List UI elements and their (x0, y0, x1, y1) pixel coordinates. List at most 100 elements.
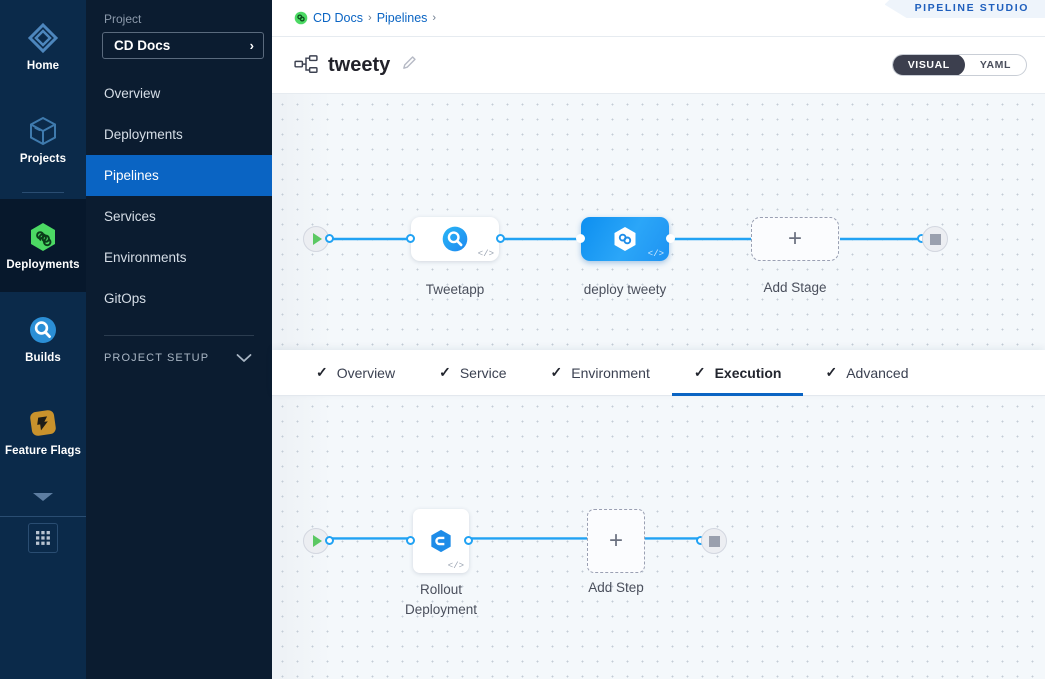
sidebar-project-setup-label: PROJECT SETUP (104, 352, 210, 364)
project-selector-value: CD Docs (114, 38, 171, 53)
sidebar-item-pipelines[interactable]: Pipelines (86, 155, 272, 196)
play-start-icon (313, 535, 322, 547)
rail-grid-section (0, 516, 86, 679)
step-node-layer: </> Rollout Deployment + Add Step (272, 396, 1045, 679)
sidebar-project-setup[interactable]: PROJECT SETUP (86, 336, 272, 380)
sidebar-item-label: Services (104, 209, 156, 224)
toggle-option-yaml[interactable]: YAML (979, 59, 1011, 71)
rail-divider (22, 192, 64, 193)
sidebar-item-label: Overview (104, 86, 161, 101)
add-stage-label: Add Stage (763, 280, 827, 295)
feature-flags-icon (30, 409, 56, 436)
stop-end-icon (929, 233, 941, 245)
execution-steps-canvas[interactable]: </> Rollout Deployment + Add Step (272, 396, 1045, 679)
module-rail: Home Projects Deployments (0, 0, 86, 679)
tab-overview[interactable]: ✓ Overview (294, 350, 417, 395)
breadcrumb: CD Docs › Pipelines › (294, 11, 436, 25)
step-node-rollout-deployment[interactable]: </> (413, 509, 469, 573)
stage-code-badge: </> (647, 249, 664, 259)
projects-cube-icon (30, 116, 56, 145)
step-node-label-line1: Rollout (419, 582, 463, 597)
rail-item-feature-flags[interactable]: Feature Flags (0, 385, 86, 478)
play-start-icon (313, 233, 322, 245)
harness-module-icon (294, 11, 308, 25)
rail-more-button[interactable] (0, 478, 86, 516)
pencil-edit-icon[interactable] (401, 54, 418, 76)
rail-item-label: Builds (25, 351, 61, 364)
ci-build-icon (442, 226, 468, 252)
tab-execution[interactable]: ✓ Execution (671, 350, 804, 396)
project-selector[interactable]: CD Docs › (102, 32, 264, 59)
add-step-button[interactable]: + (587, 509, 645, 573)
check-icon: ✓ (439, 364, 451, 380)
deploy-tweety-input-port[interactable] (576, 234, 585, 243)
app-grid-button[interactable] (28, 523, 58, 553)
check-icon: ✓ (825, 364, 838, 380)
tab-service[interactable]: ✓ Service (417, 350, 528, 395)
step-node-label-line2: Deployment (404, 601, 478, 617)
chevron-right-icon: › (249, 38, 254, 53)
rail-item-label: Projects (19, 152, 67, 165)
sidebar-item-overview[interactable]: Overview (86, 73, 272, 114)
breadcrumb-separator: › (368, 12, 372, 24)
tab-environment[interactable]: ✓ Environment (529, 350, 672, 395)
rollout-input-port[interactable] (406, 536, 415, 545)
plus-icon: + (787, 225, 802, 252)
breadcrumb-item-cd-docs[interactable]: CD Docs (313, 11, 364, 25)
tab-label: Environment (571, 364, 650, 381)
rail-item-projects[interactable]: Projects (0, 93, 86, 186)
deploy-tweety-output-port[interactable] (666, 234, 675, 243)
start-output-port[interactable] (325, 234, 334, 243)
stage-graph-canvas[interactable]: </> Tweetapp </> deploy tweety (272, 94, 1045, 350)
check-icon: ✓ (316, 364, 328, 380)
sidebar-item-gitops[interactable]: GitOps (86, 278, 272, 319)
rail-item-label: Deployments (6, 258, 80, 271)
tab-label: Advanced (846, 364, 909, 381)
pipeline-studio-badge: PIPELINE STUDIO (884, 0, 1045, 18)
tweetapp-output-port[interactable] (496, 234, 505, 243)
page-title: tweety (328, 53, 391, 76)
tweetapp-input-port[interactable] (406, 234, 415, 243)
stage-node-deploy-tweety[interactable]: </> (581, 217, 669, 261)
sidebar-item-label: Pipelines (104, 168, 159, 183)
tab-label: Service (459, 364, 507, 381)
add-step-label: Add Step (588, 580, 644, 595)
breadcrumb-item-pipelines[interactable]: Pipelines (376, 11, 428, 25)
step-code-badge: </> (447, 561, 464, 571)
stop-end-icon (708, 535, 720, 547)
tab-advanced[interactable]: ✓ Advanced (803, 350, 930, 395)
sidebar-divider (104, 335, 254, 336)
execution-start-output-port[interactable] (325, 536, 334, 545)
stage-node-tweetapp[interactable]: </> (411, 217, 499, 261)
pipeline-end-node (922, 226, 948, 252)
chevron-down-icon (236, 354, 252, 362)
deployments-hex-icon (31, 222, 55, 251)
rollout-deployment-icon (431, 529, 451, 553)
sidebar-item-environments[interactable]: Environments (86, 237, 272, 278)
sidebar-section-label: Project (104, 12, 142, 26)
home-diamond-icon (27, 22, 59, 53)
stage-config-tabs: ✓ Overview ✓ Service ✓ Environment ✓ Exe… (272, 350, 1045, 396)
project-sidebar: Project CD Docs › Overview Deployments P… (86, 0, 272, 679)
stage-node-layer: </> Tweetapp </> deploy tweety (272, 94, 1045, 350)
rail-item-home[interactable]: Home (0, 0, 86, 93)
sidebar-item-label: Deployments (104, 127, 183, 142)
sidebar-item-services[interactable]: Services (86, 196, 272, 237)
toggle-option-visual[interactable]: VISUAL (892, 55, 965, 75)
tab-label: Execution (714, 364, 782, 381)
pipeline-title-bar: tweety VISUAL YAML (272, 37, 1045, 94)
sidebar-item-deployments[interactable]: Deployments (86, 114, 272, 155)
execution-start-node (303, 528, 329, 554)
pipeline-start-node (303, 226, 329, 252)
main-content: CD Docs › Pipelines › PIPELINE STUDIO tw… (272, 0, 1045, 679)
rollout-output-port[interactable] (464, 536, 473, 545)
view-mode-toggle[interactable]: VISUAL YAML (891, 54, 1027, 76)
breadcrumb-separator: › (432, 12, 437, 24)
rail-item-builds[interactable]: Builds (0, 292, 86, 385)
cd-deploy-icon (614, 227, 636, 251)
check-icon: ✓ (693, 364, 706, 380)
tab-label: Overview (336, 364, 396, 381)
add-stage-button[interactable]: + (751, 217, 839, 261)
rail-item-deployments[interactable]: Deployments (0, 199, 86, 292)
